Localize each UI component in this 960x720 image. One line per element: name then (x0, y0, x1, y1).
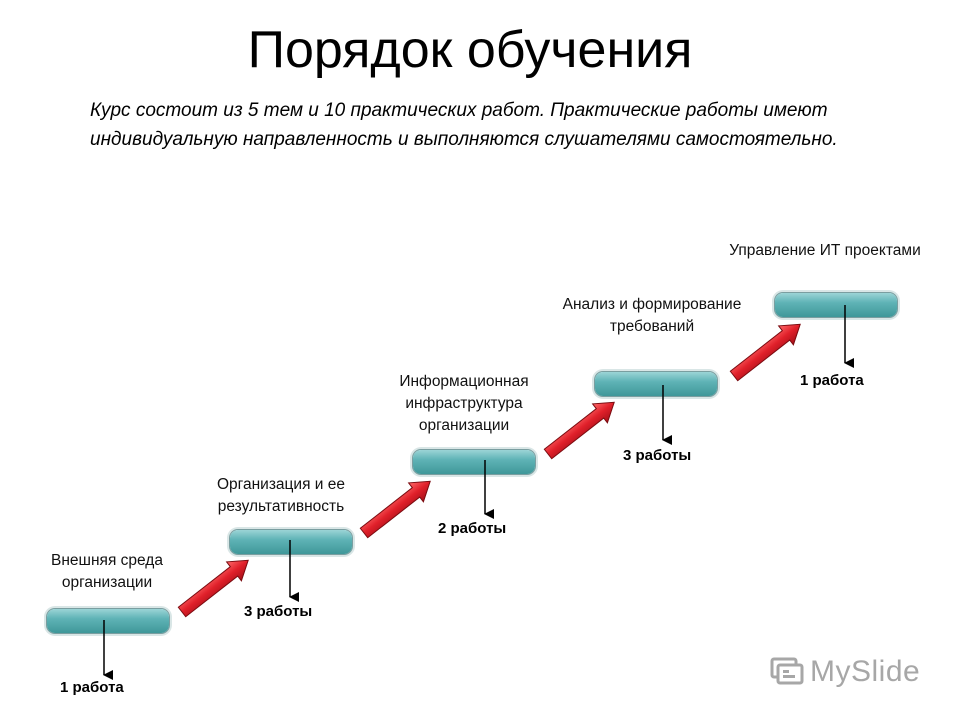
step-arrow-3 (543, 401, 615, 460)
stage-bar-1 (47, 609, 169, 633)
stage-bar-4 (595, 372, 717, 396)
stage-label-5: Управление ИТ проектами (729, 242, 921, 259)
step-arrow-2 (359, 480, 431, 539)
stage-count-2: 3 работы (244, 603, 313, 620)
page-title: Порядок обучения (247, 21, 693, 79)
step-arrow-1 (177, 559, 249, 618)
myslide-logo-icon (770, 657, 804, 685)
stage-bar-3 (413, 450, 535, 474)
stage-label-1: Внешняя среда организации (51, 552, 163, 591)
stage-bar-5 (775, 293, 897, 317)
stage-bar-2 (230, 530, 352, 554)
step-arrow-4 (729, 323, 801, 382)
stage-count-3: 2 работы (438, 520, 507, 537)
stage-count-4: 3 работы (623, 447, 692, 464)
stage-label-2: Организация и ее результативность (217, 476, 345, 515)
course-description: Курс состоит из 5 тем и 10 практических … (90, 100, 838, 150)
myslide-logo: MySlide (770, 655, 920, 689)
myslide-logo-text: MySlide (810, 655, 921, 688)
stage-count-1: 1 работа (60, 679, 124, 696)
stage-label-4: Анализ и формирование требований (562, 296, 742, 335)
stage-count-5: 1 работа (800, 372, 864, 389)
stage-label-3: Информационная инфраструктура организаци… (399, 373, 529, 434)
